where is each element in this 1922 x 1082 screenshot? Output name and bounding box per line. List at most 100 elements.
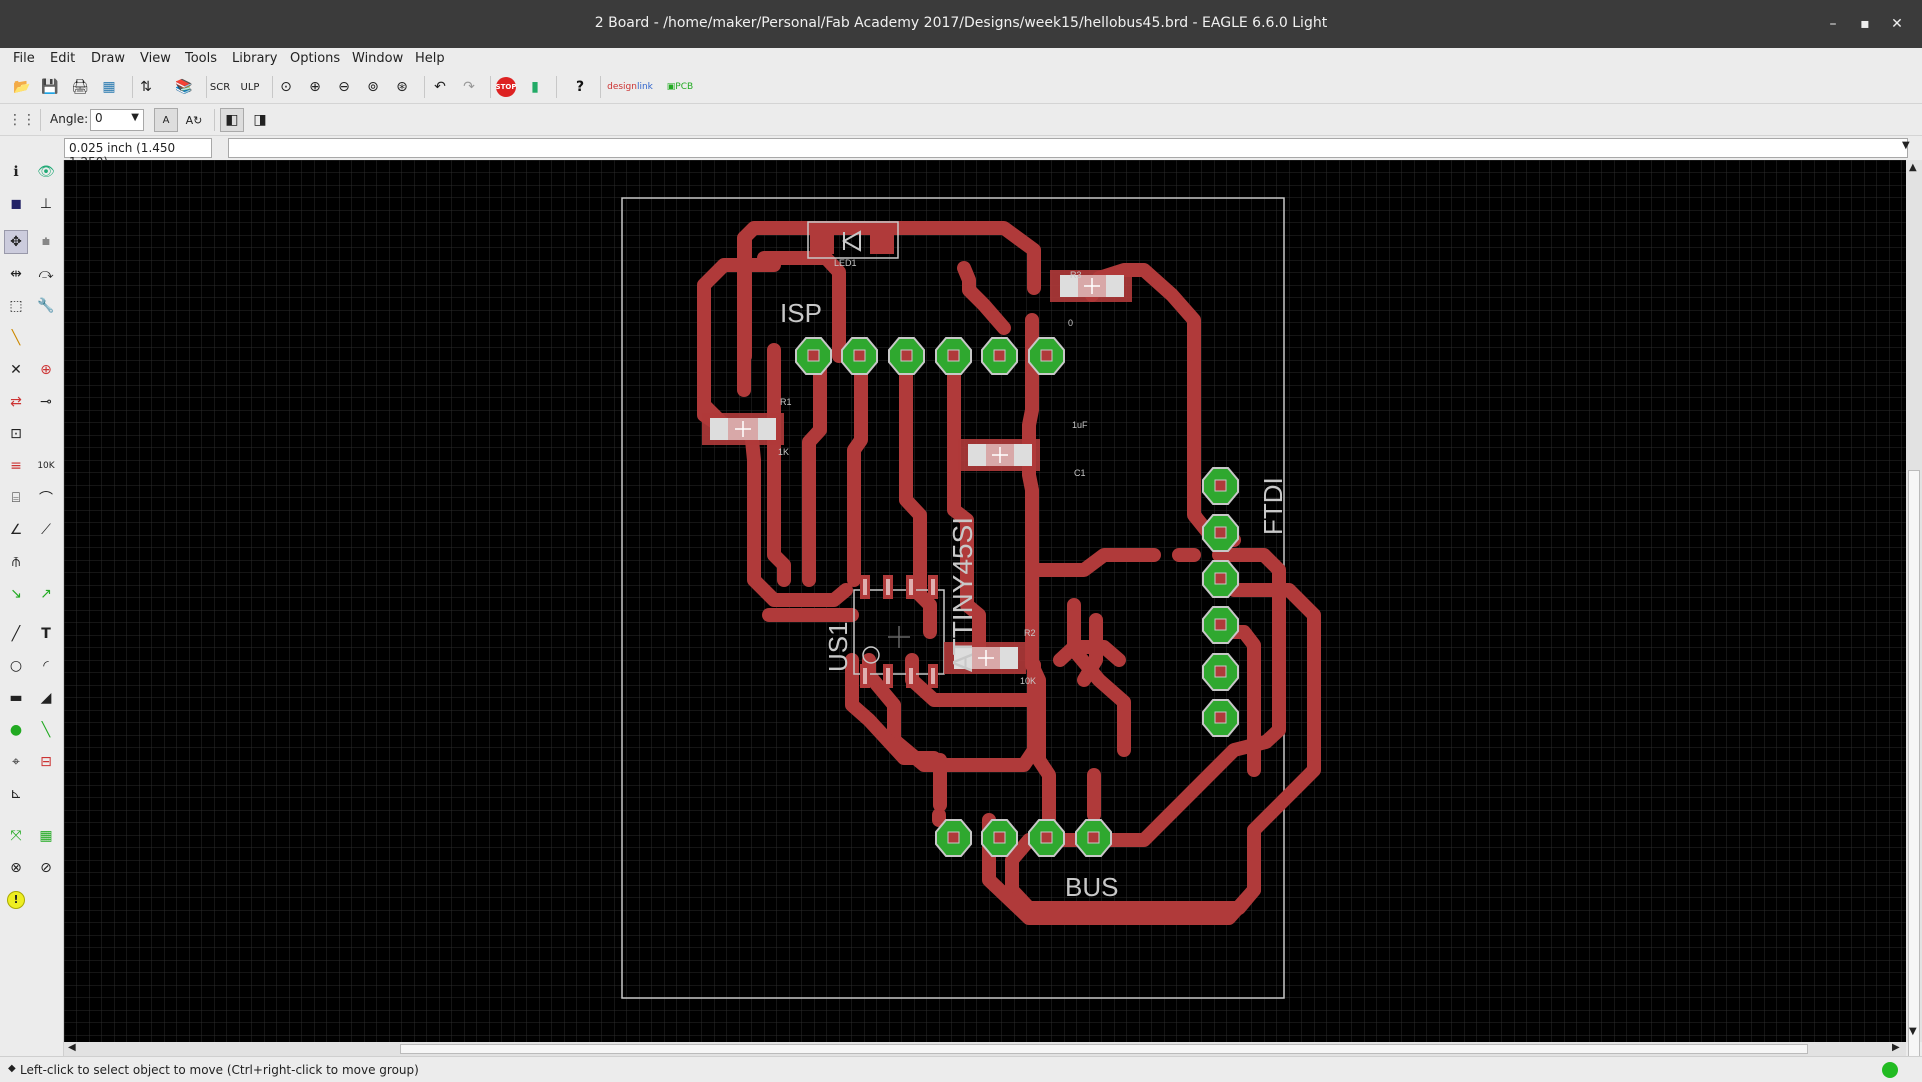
isp-header[interactable] — [795, 337, 1065, 375]
smash-icon[interactable]: ⊡ — [10, 426, 22, 442]
group-icon[interactable]: ⬚ — [9, 298, 23, 314]
drc-icon[interactable]: ⊘ — [40, 860, 52, 876]
led1-label: LED1 — [834, 258, 857, 268]
r1[interactable] — [702, 413, 784, 445]
go-icon[interactable]: ▮ — [531, 79, 539, 95]
horizontal-scroll-thumb[interactable] — [400, 1044, 1808, 1054]
cam-icon[interactable]: ▦ — [102, 79, 116, 95]
grid-icon[interactable]: ⋮⋮ — [8, 112, 36, 128]
arc-icon[interactable]: ◜ — [43, 658, 49, 674]
menu-draw[interactable]: Draw — [91, 51, 125, 66]
led1[interactable] — [810, 226, 894, 254]
optimize-icon[interactable]: ∠ — [9, 522, 23, 538]
ripup-icon[interactable]: ↗ — [40, 586, 52, 602]
name-icon[interactable]: ≡ — [10, 458, 22, 474]
r2[interactable] — [944, 642, 1026, 674]
menu-file[interactable]: File — [13, 51, 35, 66]
print-icon[interactable]: 🖨 — [71, 79, 89, 95]
signal-icon[interactable]: ╲ — [41, 722, 51, 738]
lock-icon[interactable]: ⊸ — [40, 394, 52, 410]
layer-top-icon[interactable]: ◧ — [220, 108, 244, 132]
ulp-icon[interactable]: ULP — [240, 81, 260, 93]
r3[interactable] — [1050, 270, 1132, 302]
dimension-icon[interactable]: ⊾ — [10, 786, 22, 802]
miter-icon[interactable]: ⌒ — [39, 491, 53, 507]
meander-icon[interactable]: ⟋ — [41, 522, 51, 538]
ratsnest-icon[interactable]: ⫚ — [11, 554, 21, 570]
paste-icon[interactable]: ╲ — [11, 330, 21, 346]
scroll-left-icon[interactable]: ◀ — [68, 1042, 76, 1053]
layer-bottom-icon[interactable]: ◨ — [253, 112, 267, 128]
menu-options[interactable]: Options — [290, 51, 341, 66]
polygon-icon[interactable]: ◢ — [40, 690, 52, 706]
follow-me-icon[interactable]: ▦ — [39, 828, 53, 844]
hole-icon[interactable]: ⌖ — [12, 754, 20, 770]
attribute-icon[interactable]: ⊟ — [40, 754, 52, 770]
menu-window[interactable]: Window — [352, 51, 404, 66]
text-spin-icon[interactable]: A↻ — [185, 113, 203, 127]
split-icon[interactable]: ⌸ — [11, 490, 21, 506]
menu-tools[interactable]: Tools — [185, 51, 218, 66]
rect-icon[interactable]: ▬ — [9, 690, 23, 706]
change-icon[interactable]: 🔧 — [37, 298, 55, 314]
autorouter-icon[interactable]: ⤧ — [10, 828, 22, 844]
vertical-scrollbar[interactable]: ▲ ▼ — [1906, 160, 1922, 1060]
help-icon[interactable]: ? — [575, 79, 585, 95]
menu-view[interactable]: View — [140, 51, 171, 66]
add-icon[interactable]: ⊕ — [40, 362, 52, 378]
copy-icon[interactable]: ⩧ — [41, 234, 51, 250]
errors-icon[interactable]: ! — [4, 888, 28, 912]
scroll-right-icon[interactable]: ▶ — [1892, 1042, 1900, 1053]
ftdi-header[interactable] — [1202, 467, 1239, 737]
redo-icon[interactable]: ↷ — [463, 79, 475, 95]
info-icon[interactable]: ℹ — [13, 164, 19, 180]
vertical-scroll-thumb[interactable] — [1908, 470, 1920, 1060]
scroll-down-icon[interactable]: ▼ — [1909, 1026, 1917, 1037]
undo-icon[interactable]: ↶ — [434, 79, 446, 95]
zoom-redraw-icon[interactable]: ⊚ — [367, 79, 379, 95]
circle-icon[interactable]: ○ — [9, 658, 23, 674]
close-icon[interactable]: ✕ — [1891, 16, 1903, 32]
value-icon[interactable]: 10K — [37, 461, 55, 471]
minimize-icon[interactable]: – — [1829, 16, 1837, 32]
via-icon[interactable]: ● — [9, 722, 23, 738]
zoom-select-icon[interactable]: ⊛ — [396, 79, 408, 95]
command-input[interactable] — [228, 138, 1908, 158]
open-icon[interactable]: 📂 — [13, 79, 31, 95]
maximize-icon[interactable]: ▪ — [1860, 16, 1870, 32]
save-icon[interactable]: 💾 — [41, 79, 59, 95]
replace-icon[interactable]: ⇄ — [10, 394, 22, 410]
chevron-down-icon[interactable]: ▼ — [1902, 140, 1910, 151]
pcb-quote-icon[interactable]: ▣PCB — [666, 82, 694, 92]
board-icon[interactable]: ⇅ — [140, 79, 152, 95]
menu-library[interactable]: Library — [232, 51, 278, 66]
move-icon[interactable]: ✥ — [4, 230, 28, 254]
library-icon[interactable]: 📚 — [175, 79, 193, 95]
script-icon[interactable]: SCR — [209, 81, 231, 93]
board-canvas[interactable]: ISP BUS FTDI ATTINY45SI US1 LED1 R1 1K R… — [64, 160, 1906, 1042]
zoom-in-icon[interactable]: ⊕ — [309, 79, 321, 95]
route-icon[interactable]: ↘ — [10, 586, 22, 602]
menu-help[interactable]: Help — [415, 51, 445, 66]
menu-edit[interactable]: Edit — [50, 51, 76, 66]
c1[interactable] — [958, 439, 1040, 471]
show-icon[interactable]: 👁 — [37, 164, 55, 180]
mirror-text-icon[interactable]: A — [154, 108, 178, 132]
zoom-out-icon[interactable]: ⊖ — [338, 79, 350, 95]
display-icon[interactable]: ◼ — [10, 196, 22, 212]
horizontal-scrollbar[interactable]: ◀ ▶ — [64, 1042, 1906, 1056]
rotate-icon[interactable]: ⤼ — [38, 266, 54, 282]
attiny-label: ATTINY45SI — [947, 517, 978, 672]
angle-select[interactable]: 0 ▼ — [90, 109, 144, 131]
wire-icon[interactable]: ╱ — [11, 626, 21, 642]
stop-icon[interactable]: STOP — [494, 75, 518, 99]
delete-icon[interactable]: ✕ — [10, 362, 22, 378]
scroll-up-icon[interactable]: ▲ — [1909, 162, 1917, 173]
erc-icon[interactable]: ⊗ — [10, 860, 22, 876]
mirror-icon[interactable]: ⇹ — [10, 266, 22, 282]
mark-icon[interactable]: ⊥ — [39, 196, 53, 212]
zoom-fit-icon[interactable]: ⊙ — [280, 79, 292, 95]
bus-header[interactable] — [935, 819, 1112, 857]
text-icon[interactable]: T — [41, 626, 51, 642]
